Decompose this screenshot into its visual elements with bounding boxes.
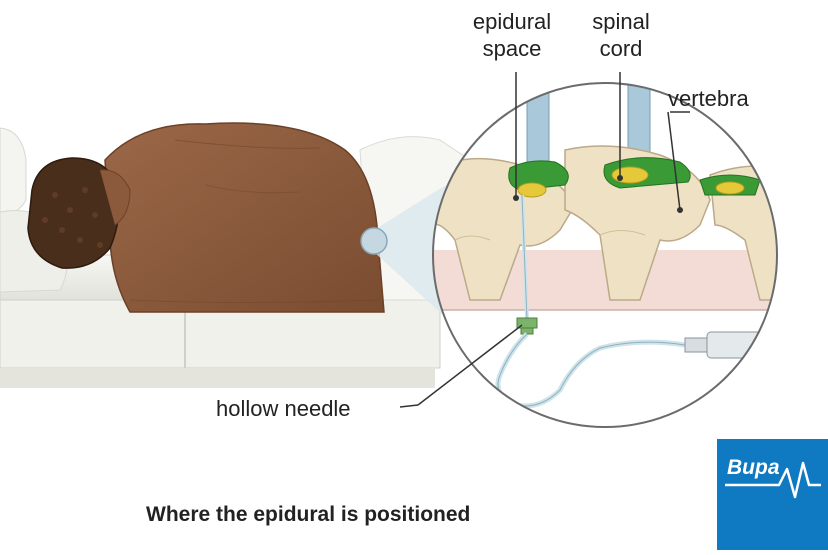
bupa-logo: Bupa (717, 439, 828, 550)
spinal-cord-pointer (617, 175, 623, 181)
epidural-space-label: epidural space (452, 8, 572, 62)
patient-torso (105, 123, 384, 312)
spinal-cord-label-line1: spinal (575, 8, 667, 35)
epidural-space-label-line1: epidural (452, 8, 572, 35)
bupa-heartbeat-icon (717, 439, 828, 550)
vertebra-label: vertebra (668, 85, 749, 112)
vertebra-pointer (677, 207, 683, 213)
epidural-space-pointer (513, 195, 519, 201)
hollow-needle-label: hollow needle (216, 395, 351, 422)
spinal-cord-label: spinal cord (575, 8, 667, 62)
spinal-cord-label-line2: cord (575, 35, 667, 62)
diagram-caption: Where the epidural is positioned (146, 503, 470, 527)
epidural-space-label-line2: space (452, 35, 572, 62)
